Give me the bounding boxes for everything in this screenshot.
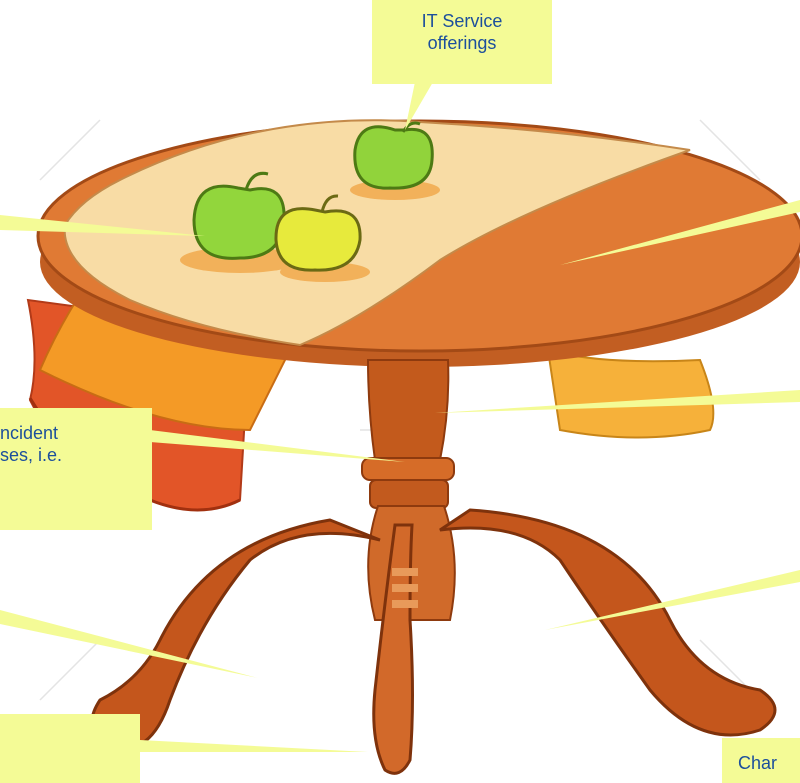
apple-icon — [180, 171, 300, 273]
callout-it-service-line1: IT Service — [421, 11, 503, 31]
callout-change: Char — [722, 738, 800, 783]
callout-incident-line1: ncident — [0, 423, 59, 443]
tablecloth-drape-right — [546, 348, 715, 439]
apple-icon — [274, 194, 370, 282]
callout-change-text: Char — [738, 753, 778, 773]
callout-bottom-left — [0, 714, 140, 783]
callout-incident: ncident ses, i.e. — [0, 408, 152, 530]
callout-incident-line2: ses, i.e. — [0, 445, 63, 465]
callout-it-service-line2: offerings — [427, 33, 497, 53]
callout-pointers — [0, 82, 800, 752]
table-legs — [90, 508, 777, 775]
table-top — [36, 119, 800, 367]
apple-icon — [350, 121, 440, 200]
callout-it-service-offerings: IT Service offerings — [372, 0, 552, 84]
